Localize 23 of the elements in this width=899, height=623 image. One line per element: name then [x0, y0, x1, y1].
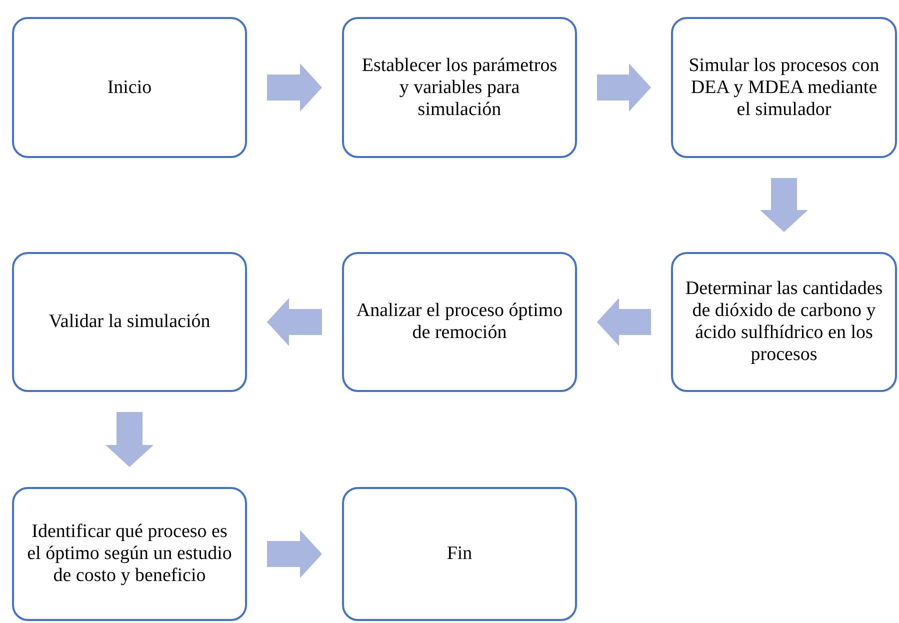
block-arrow: [106, 412, 154, 467]
process-box: [342, 252, 577, 392]
process-box: [12, 487, 247, 621]
block-arrow: [267, 530, 322, 578]
block-arrow: [267, 298, 322, 346]
box-text: Identificar qué proceso es el óptimo según un estudio de costo y beneficio: [26, 521, 233, 587]
process-box: [671, 252, 897, 392]
process-box: [342, 487, 577, 621]
block-arrow: [597, 64, 651, 112]
process-box: [671, 17, 897, 158]
box-text: Simular los procesos con DEA y MDEA mediante el simulador: [688, 54, 880, 120]
box-text: Establecer los parámetros y variables para simulación: [360, 54, 558, 120]
process-box: [12, 252, 247, 392]
process-box: [12, 17, 247, 158]
block-arrow: [267, 64, 322, 112]
box-text: Inicio: [107, 76, 152, 98]
box-text: Determinar las cantidades de dióxido de carbono y ácido sulfhídrico en los procesos: [685, 278, 883, 366]
process-box: [342, 17, 577, 158]
box-text: Analizar el proceso óptimo de remoción: [356, 300, 563, 344]
box-text: Fin: [446, 543, 472, 565]
box-text: Validar la simulación: [48, 311, 210, 333]
block-arrow: [760, 178, 808, 232]
block-arrow: [597, 298, 651, 346]
